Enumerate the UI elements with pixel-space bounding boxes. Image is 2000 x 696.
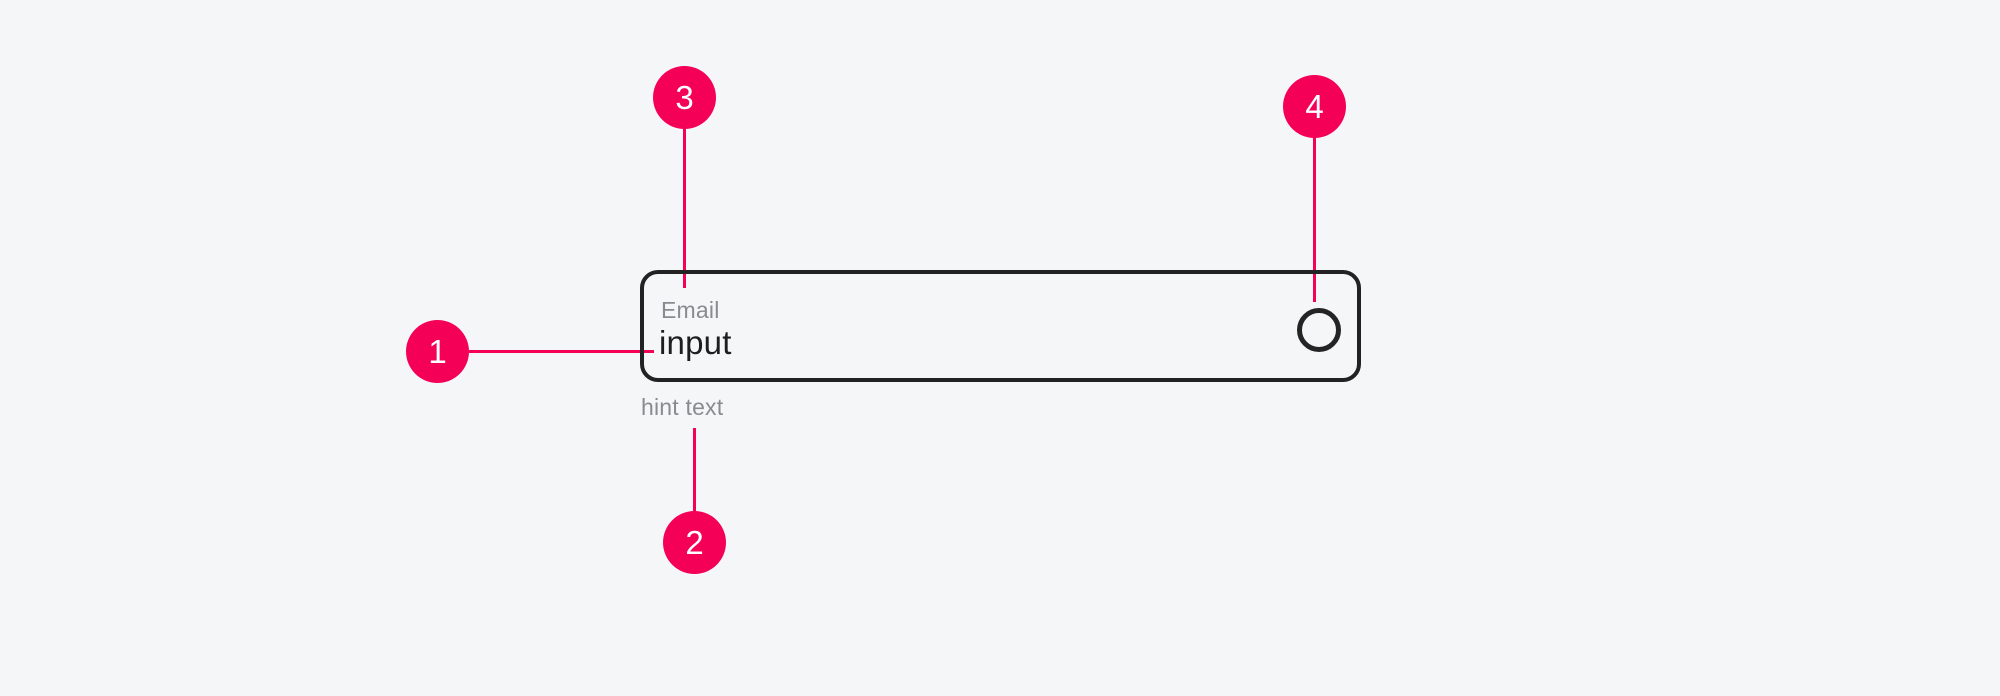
field-input-value: input: [659, 324, 732, 361]
callout-line-2: [693, 428, 696, 512]
callout-number: 2: [685, 524, 704, 561]
callout-1: 1: [406, 320, 469, 383]
callout-line-1: [469, 350, 654, 353]
callout-line-4: [1313, 136, 1316, 302]
field-label: Email: [661, 297, 720, 323]
callout-number: 4: [1305, 88, 1324, 125]
callout-number: 3: [675, 79, 694, 116]
email-text-field[interactable]: Email input: [640, 270, 1361, 382]
circle-icon[interactable]: [1297, 308, 1341, 352]
callout-number: 1: [428, 333, 447, 370]
callout-4: 4: [1283, 75, 1346, 138]
callout-3: 3: [653, 66, 716, 129]
callout-line-3: [683, 127, 686, 288]
callout-2: 2: [663, 511, 726, 574]
hint-text: hint text: [641, 394, 724, 420]
